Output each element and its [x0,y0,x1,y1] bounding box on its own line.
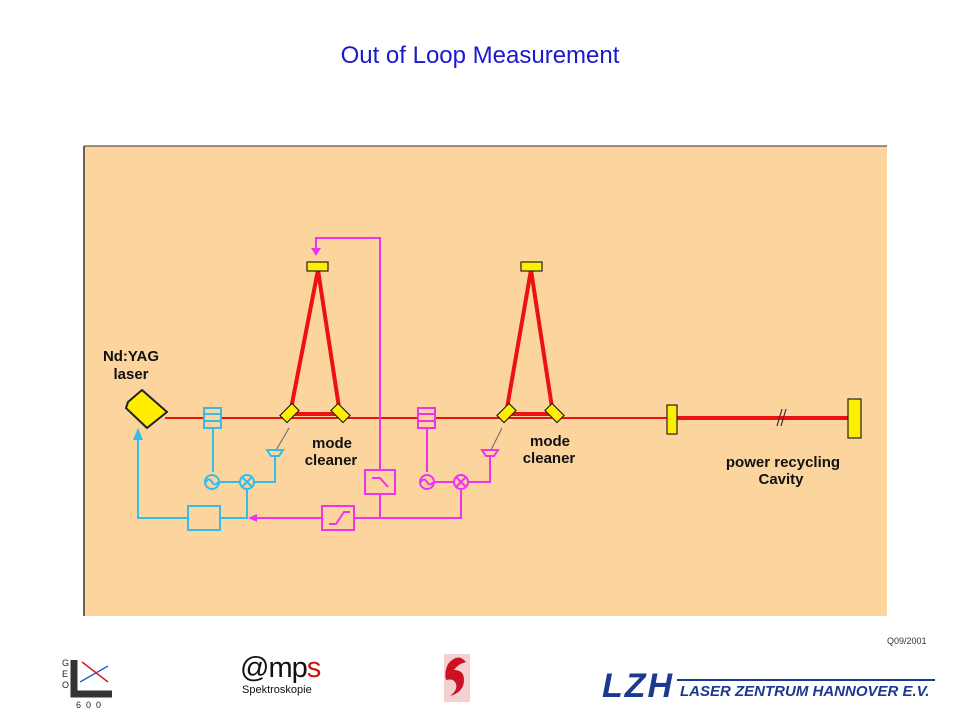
lzh-full-name: LASER ZENTRUM HANNOVER E.V. [680,683,930,700]
institute-logo [444,654,470,702]
cavity-label-line2: Cavity [758,471,804,488]
geo-letter-e: E [62,669,68,679]
break-mark-2 [780,408,787,427]
diagram-background [84,146,887,616]
geo-letter-o: O [62,680,69,690]
mps-subtitle: Spektroskopie [242,684,312,696]
mode-cleaner-1-label-line2: cleaner [305,452,358,469]
mode-cleaner-2-label-line2: cleaner [523,450,576,467]
cavity-end-mirror [847,398,862,439]
mode-cleaner-2-label-line1: mode [530,433,570,450]
lzh-abbr: LZH [602,667,674,705]
cavity-label-line1: power recycling [726,454,840,471]
geo600-logo: G E O 600 [62,658,112,710]
page-title: Out of Loop Measurement [340,42,620,69]
blue-servo-loop [133,407,290,531]
mc2-right-mirror [544,402,565,424]
mc1-left-mirror [279,402,300,424]
lzh-logo: LZH [602,667,935,705]
geo-letter-g: G [62,658,69,668]
break-mark-1 [776,408,783,427]
nd-yag-laser [125,389,168,429]
mps-logo: @mps [240,652,321,685]
laser-label-line1: Nd:YAG [103,348,159,365]
mc1-top-mirror [306,261,329,272]
geo-l-shape [70,660,112,698]
mc1-right-mirror [330,402,351,424]
mc2-top-mirror [520,261,543,272]
mps-logo-text: @mp [240,652,308,684]
mc2-left-mirror [496,402,517,424]
cavity-input-mirror [666,404,678,435]
pink-servo-loop [248,237,503,531]
mode-cleaner-1-label-line1: mode [312,435,352,452]
laser-label-line2: laser [113,366,148,383]
mode-cleaner-1-beam [288,268,342,416]
mode-cleaner-2-beam [504,268,555,416]
mps-logo-s: s [306,652,321,684]
geo-number: 600 [76,700,106,710]
document-code: Q09/2001 [887,636,927,646]
